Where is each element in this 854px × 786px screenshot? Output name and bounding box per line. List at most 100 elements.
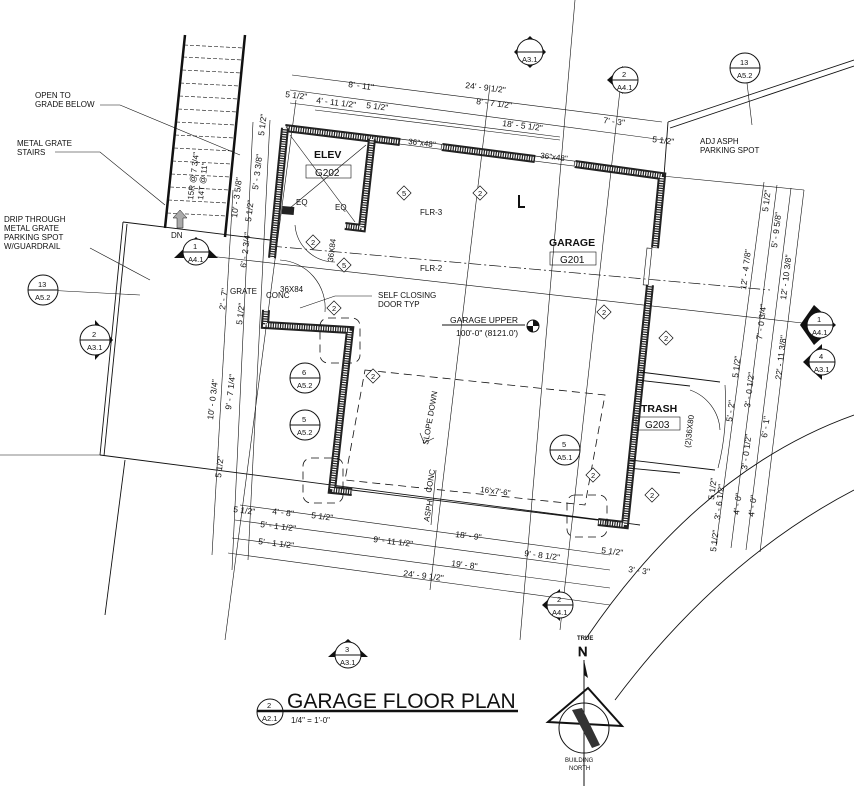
dimension-label: 5' - 1 1/2" bbox=[258, 536, 295, 550]
dimension-lines bbox=[211, 74, 805, 606]
flr3-label: FLR-3 bbox=[420, 208, 443, 217]
dimension-label: 7' - 0 3/4" bbox=[754, 303, 768, 340]
drawing-label: 5 bbox=[402, 189, 406, 198]
drawing-label: A3.1 bbox=[340, 658, 355, 667]
drawing-label: 1 bbox=[193, 242, 197, 251]
dimension-label: 5' - 9 5/8" bbox=[769, 211, 783, 248]
drawing-label: 2 bbox=[602, 308, 606, 317]
drawing-label: 2 bbox=[332, 304, 336, 313]
drawing-label: 2 bbox=[664, 334, 668, 343]
title-text: GARAGE FLOOR PLAN bbox=[287, 690, 516, 713]
room-labels: ELEV G202 GARAGE G201 TRASH G203 bbox=[305, 149, 681, 431]
drawing-label: A4.1 bbox=[552, 608, 567, 617]
dimension-label: 3' - 0 1/2" bbox=[742, 371, 756, 408]
dimension-label: 5 1/2" bbox=[234, 302, 247, 325]
callout-a3-1-top: A3.1 bbox=[514, 36, 546, 68]
eq-label: EQ bbox=[335, 203, 347, 212]
note-drip-2: METAL GRATE bbox=[4, 224, 59, 233]
dimension-label: 5 1/2" bbox=[730, 355, 743, 378]
eq-label: EQ bbox=[296, 198, 308, 207]
callout-2-a3-1-left: 2A3.1 bbox=[79, 320, 113, 360]
callout-5-a5-1: 5A5.1 bbox=[549, 434, 581, 466]
dimension-label: 7' - 3" bbox=[603, 115, 626, 128]
note-drip: DRIP THROUGH bbox=[4, 215, 66, 224]
dimension-label: 5 1/2" bbox=[366, 100, 389, 113]
drawing-label: 2 bbox=[650, 491, 654, 500]
dimension-label: 18' - 9" bbox=[455, 529, 482, 542]
dimension-label: 5 1/2" bbox=[285, 89, 308, 102]
drawing-label: A4.1 bbox=[812, 328, 827, 337]
drawing-label: A3.1 bbox=[87, 343, 102, 352]
callout-3-a3-1-bottom: 3A3.1 bbox=[328, 639, 368, 669]
drawing-label: A5.2 bbox=[35, 293, 50, 302]
callout-5-a5-2: 5A5.2 bbox=[289, 409, 321, 441]
drawing-label: 2 bbox=[92, 330, 96, 339]
callout-6-a5-2: 6A5.2 bbox=[289, 362, 321, 394]
drawing-label: 13 bbox=[740, 58, 748, 67]
drawing-label: 2 bbox=[478, 189, 482, 198]
dimension-label: 5' - 1 1/2" bbox=[260, 519, 297, 533]
dimension-label: 5 1/2" bbox=[760, 189, 773, 212]
note-metal-grate: METAL GRATE bbox=[17, 139, 72, 148]
drawing-label: A4.1 bbox=[617, 83, 632, 92]
dimension-label: 8' - 11" bbox=[348, 79, 375, 92]
note-drip-3: PARKING SPOT bbox=[4, 233, 64, 242]
dimension-label: 9' - 8 1/2" bbox=[524, 548, 561, 562]
drawing-label: 4 bbox=[819, 352, 823, 361]
dimension-label: 6' - 1" bbox=[759, 416, 772, 439]
room-name-trash: TRASH bbox=[641, 403, 677, 415]
drawing-label: 2 bbox=[311, 238, 315, 247]
dimension-label: 4' - 11 1/2" bbox=[316, 95, 357, 110]
dn-label: DN bbox=[171, 231, 183, 240]
dimension-label: 3' - 6 1/2" bbox=[712, 483, 726, 520]
grate-label: GRATE bbox=[230, 287, 257, 296]
note-metal-grate-2: STAIRS bbox=[17, 148, 45, 157]
dimension-label: 5 1/2" bbox=[233, 504, 256, 517]
drawing-label: A3.1 bbox=[814, 365, 829, 374]
drawing-label: 2 bbox=[591, 471, 595, 480]
dimension-label: 5 1/2" bbox=[601, 545, 624, 558]
room-name-garage: GARAGE bbox=[549, 237, 595, 249]
dimension-label: 8' - 7 1/2" bbox=[476, 96, 513, 110]
dimension-label: 9' - 7 1/4" bbox=[223, 373, 237, 410]
dimension-label: 2' - 7" bbox=[217, 288, 230, 311]
keynote-tags: 5 2 2 5 2 2 2 2 2 2 bbox=[305, 185, 674, 503]
dimension-label: 18' - 5 1/2" bbox=[502, 118, 543, 133]
note-open-to-grade-2: GRADE BELOW bbox=[35, 100, 95, 109]
site-lines bbox=[0, 0, 854, 701]
drawing-label: 3 bbox=[345, 645, 349, 654]
north-label: N bbox=[578, 644, 587, 659]
drawing-label: A4.1 bbox=[188, 255, 203, 264]
callout-4-a3-1-right: 4A3.1 bbox=[803, 344, 836, 380]
drawing-label: 2 bbox=[622, 70, 626, 79]
callout-1-a4-1-right: 1A4.1 bbox=[800, 305, 836, 345]
dimension-label: 5' - 2" bbox=[724, 400, 737, 423]
dimension-text: 24' - 9 1/2" 8' - 11" 5 1/2" 4' - 11 1/2… bbox=[205, 79, 793, 583]
leader-lines bbox=[55, 104, 372, 309]
notes: OPEN TO GRADE BELOW METAL GRATE STAIRS D… bbox=[4, 91, 760, 309]
dimension-label: 5 1/2" bbox=[706, 477, 719, 500]
drawing-title: 2 A2.1 GARAGE FLOOR PLAN 1/4" = 1'-0" bbox=[256, 690, 518, 726]
room-name-elev: ELEV bbox=[314, 149, 341, 161]
dimension-label: 22' - 11 3/8" bbox=[773, 335, 788, 381]
true-label: TRUE bbox=[577, 636, 593, 642]
north-arrow-icon: TRUE N BUILDING NORTH bbox=[545, 636, 625, 786]
drawing-label: 2 bbox=[557, 595, 561, 604]
dimension-label: 19' - 8" bbox=[451, 558, 478, 571]
trash-door-label: (2)36X80 bbox=[683, 414, 696, 448]
dimension-label: 24' - 9 1/2" bbox=[403, 568, 444, 583]
title-number: 2 bbox=[267, 701, 271, 710]
dimension-label: 5 1/2" bbox=[311, 510, 334, 523]
dimension-label: 4' - 0" bbox=[746, 495, 759, 518]
dimension-label: 24' - 9 1/2" bbox=[465, 80, 506, 95]
note-adj-asph: ADJ ASPH bbox=[700, 137, 739, 146]
conc-label: CONC bbox=[266, 291, 290, 300]
note-self-closing: SELF CLOSING bbox=[378, 291, 436, 300]
up-arrow-icon bbox=[172, 209, 188, 229]
dimension-label: 5 1/2" bbox=[652, 134, 675, 147]
flr2-label: FLR-2 bbox=[420, 264, 443, 273]
drawing-label: A5.2 bbox=[297, 381, 312, 390]
slope-arrow-icon bbox=[419, 432, 435, 444]
building-north-label: NORTH bbox=[569, 766, 590, 772]
